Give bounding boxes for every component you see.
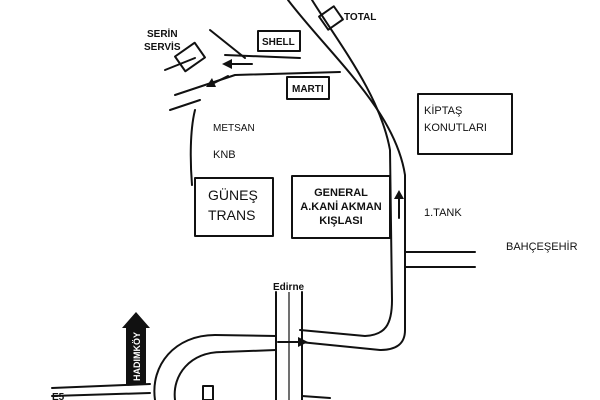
- kiptas-box: [417, 93, 513, 155]
- arrow-left-icon: [222, 59, 253, 69]
- total-station: [318, 5, 344, 31]
- main-road-inner: [299, 0, 393, 337]
- label-gunes-1: GÜNEŞ: [208, 186, 258, 203]
- label-total: TOTAL: [344, 12, 376, 23]
- inner-left-edge: [189, 109, 196, 186]
- label-hadimkoy: HADIMKÖY: [132, 332, 142, 381]
- general-kisla-box: [291, 175, 391, 239]
- shell-box: [257, 30, 301, 52]
- label-serin-2: SERVİS: [144, 40, 181, 53]
- bottom-loop-inner: [173, 349, 277, 400]
- label-general-2: A.KANİ AKMAN: [300, 200, 382, 213]
- arrow-right-icon: [277, 337, 308, 347]
- bottom-left-road-2: [51, 392, 151, 397]
- arrow-down-left-icon: [206, 75, 229, 87]
- diagonal-from-shell: [209, 29, 246, 59]
- label-edirne: Edirne: [273, 282, 305, 293]
- label-metsan: METSAN: [213, 123, 255, 134]
- label-marti: MARTI: [292, 84, 324, 95]
- gunes-trans-box: [194, 177, 274, 237]
- bottom-small-box: [202, 385, 214, 400]
- main-road-outer: [287, 0, 406, 351]
- label-serin-1: SERİN: [147, 27, 178, 40]
- bottom-loop-outer: [153, 334, 277, 400]
- marti-box: [286, 76, 330, 100]
- label-kiptas-1: KİPTAŞ: [424, 104, 462, 117]
- label-knb: KNB: [213, 149, 236, 161]
- label-general-3: KIŞLASI: [319, 215, 362, 227]
- bottom-right-road: [301, 395, 331, 399]
- label-general-1: GENERAL: [314, 187, 368, 199]
- label-kiptas-2: KONUTLARI: [424, 122, 487, 134]
- left-approach-bottom: [169, 99, 201, 111]
- label-bottom-left: E5: [52, 392, 65, 400]
- serin-servis-box: [174, 41, 206, 73]
- hadimkoy-arrow-icon: [122, 312, 150, 385]
- label-shell: SHELL: [262, 37, 295, 48]
- upper-road-top: [224, 54, 301, 59]
- label-tank: 1.TANK: [424, 207, 462, 219]
- upper-road-bottom: [174, 71, 341, 96]
- arrow-up-icon: [394, 190, 404, 219]
- label-bahcesehir: BAHÇEŞEHİR: [506, 240, 578, 253]
- label-gunes-2: TRANS: [208, 207, 255, 223]
